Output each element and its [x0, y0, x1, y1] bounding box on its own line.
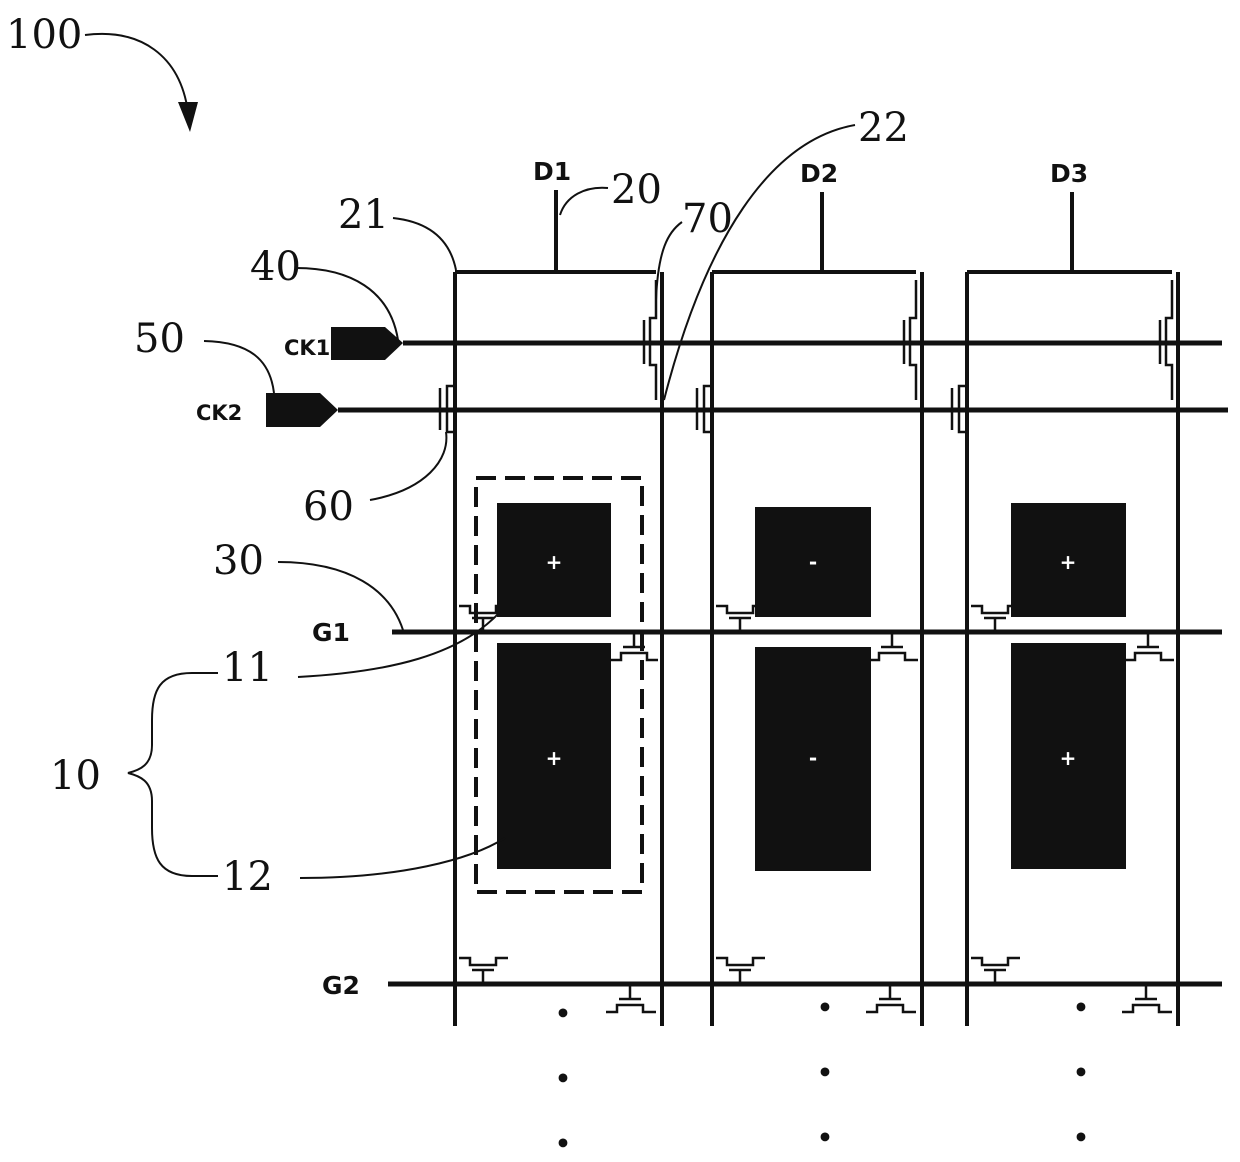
- label-d3: D3: [1050, 159, 1088, 188]
- label-11: 11: [222, 645, 273, 691]
- dot-c1-1: •: [555, 999, 571, 1028]
- label-50: 50: [134, 316, 185, 362]
- leader-70: [656, 222, 682, 300]
- label-ck1: CK1: [284, 336, 330, 360]
- leader-20: [560, 188, 608, 215]
- pixel-column-2: - -: [755, 507, 871, 871]
- dot-c2-1: •: [817, 993, 833, 1022]
- ck1-input-pad: [331, 327, 403, 360]
- leader-50: [204, 341, 274, 393]
- pixel-column-3: + +: [1011, 503, 1126, 869]
- switch-70-col1: [644, 280, 656, 400]
- label-22: 22: [858, 105, 909, 151]
- label-30: 30: [213, 538, 264, 584]
- label-d2: D2: [800, 159, 838, 188]
- continuation-dots: • • • • • • • • •: [555, 993, 1089, 1158]
- dot-c1-3: •: [555, 1129, 571, 1158]
- clock-line-ck1: CK1: [284, 327, 1222, 360]
- switch-70-col3: [1160, 280, 1172, 400]
- polarity-c2-lower: -: [809, 746, 817, 770]
- leader-21: [393, 218, 456, 270]
- polarity-c1-lower: +: [546, 746, 563, 770]
- label-10: 10: [50, 753, 101, 799]
- label-d1: D1: [533, 157, 571, 186]
- label-20: 20: [611, 167, 662, 213]
- label-70: 70: [682, 196, 733, 242]
- dot-c3-3: •: [1073, 1123, 1089, 1152]
- label-ck2: CK2: [196, 401, 242, 425]
- polarity-c2-upper: -: [809, 550, 817, 574]
- gate-line-g1: G1: [312, 618, 1222, 647]
- polarity-c3-upper: +: [1060, 550, 1077, 574]
- arrow-head-100: [178, 102, 198, 132]
- switch-70-col2: [904, 280, 916, 400]
- dot-c3-1: •: [1073, 993, 1089, 1022]
- brace-10: [128, 673, 218, 876]
- dot-c3-2: •: [1073, 1058, 1089, 1087]
- leader-60: [370, 432, 446, 500]
- pixel-column-1: + +: [497, 503, 611, 869]
- label-g2: G2: [322, 971, 360, 1000]
- label-21: 21: [338, 192, 389, 238]
- label-40: 40: [250, 244, 301, 290]
- arrow-100: [85, 34, 188, 112]
- dot-c2-2: •: [817, 1058, 833, 1087]
- dot-c1-2: •: [555, 1064, 571, 1093]
- label-60: 60: [303, 484, 354, 530]
- dot-c2-3: •: [817, 1123, 833, 1152]
- label-12: 12: [222, 854, 273, 900]
- polarity-c1-upper: +: [546, 550, 563, 574]
- ck2-input-pad: [266, 393, 338, 427]
- polarity-c3-lower: +: [1060, 746, 1077, 770]
- label-g1: G1: [312, 618, 350, 647]
- label-100: 100: [6, 12, 82, 58]
